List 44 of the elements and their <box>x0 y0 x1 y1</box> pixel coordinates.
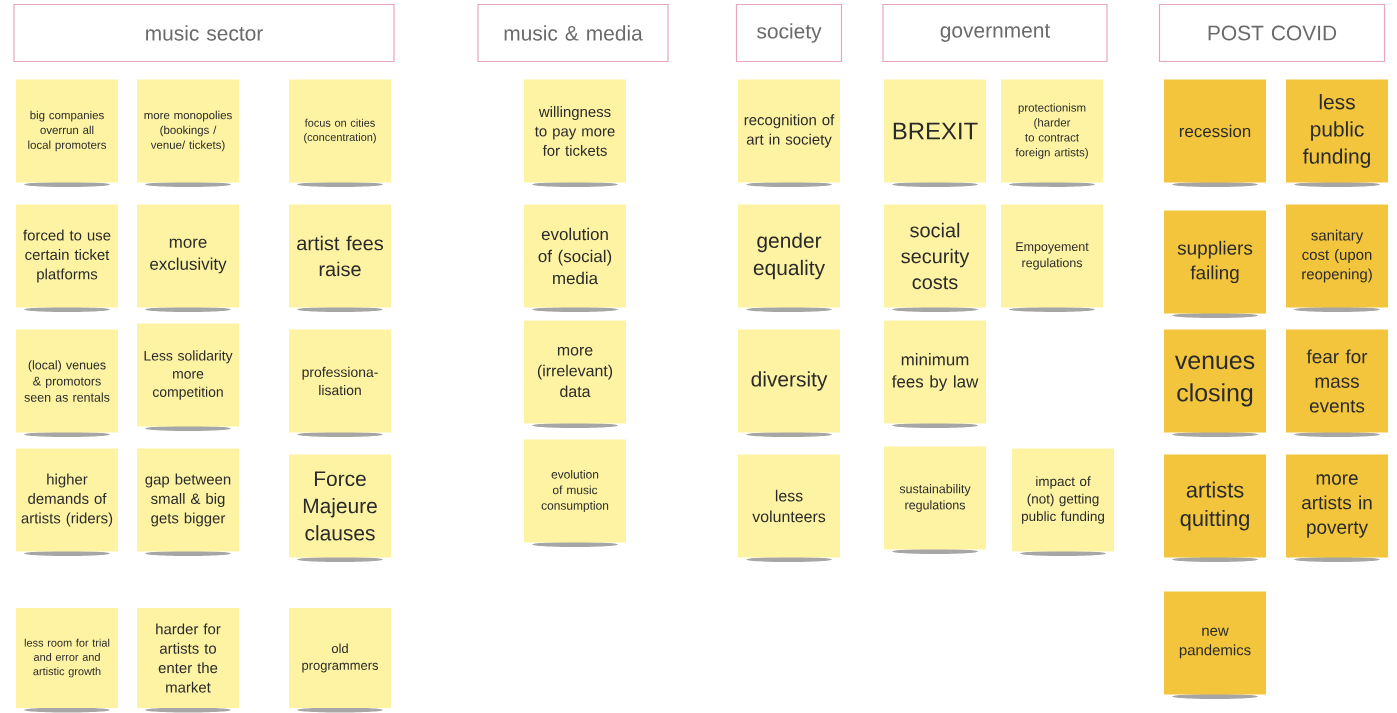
sticky-note: forced to use certain ticket platforms <box>16 204 118 312</box>
sticky-note: old programmers <box>289 608 391 713</box>
sticky-note: BREXIT <box>884 79 986 187</box>
sticky-note: new pandemics <box>1164 591 1266 699</box>
sticky-note: less room for trial and error and artistic growth <box>16 608 118 713</box>
sticky-note: evolution of (social) media <box>524 204 626 312</box>
sticky-note: gender equality <box>738 204 840 312</box>
sticky-note: less public funding <box>1286 79 1388 187</box>
sticky-note: sanitary cost (upon reopening) <box>1286 204 1388 312</box>
sticky-note: professiona-lisation <box>289 329 391 437</box>
sticky-note: Less solidarity more competition <box>137 323 239 431</box>
sticky-note: focus on cities (concentration) <box>289 79 391 187</box>
sticky-note: more exclusivity <box>137 204 239 312</box>
sticky-note: social security costs <box>884 204 986 312</box>
sticky-note: sustainability regulations <box>884 446 986 554</box>
sticky-note: evolution of music consumption <box>524 439 626 547</box>
sticky-note: higher demands of artists (riders) <box>16 448 118 556</box>
sticky-note: Force Majeure clauses <box>289 454 391 562</box>
sticky-note: more artists in poverty <box>1286 454 1388 562</box>
sticky-note: more monopolies (bookings / venue/ tickets) <box>137 79 239 187</box>
column-header: society <box>735 3 843 63</box>
column-header: POST COVID <box>1158 3 1386 63</box>
sticky-note: fear for mass events <box>1286 329 1388 437</box>
column-header: government <box>882 3 1108 63</box>
sticky-note: (local) venues & promotors seen as rentals <box>16 329 118 437</box>
sticky-note: diversity <box>738 329 840 437</box>
column-header: music sector <box>13 3 395 63</box>
sticky-note: gap between small & big gets bigger <box>137 448 239 556</box>
sticky-note: more (irrelevant) data <box>524 320 626 428</box>
sticky-note: artist fees raise <box>289 204 391 312</box>
sticky-note: artists quitting <box>1164 454 1266 562</box>
sticky-note: recession <box>1164 79 1266 187</box>
sticky-note: less volunteers <box>738 454 840 562</box>
sticky-note: protectionism (harder to contract foreign artists) <box>1001 79 1103 187</box>
sticky-note: minimum fees by law <box>884 320 986 428</box>
sticky-note: suppliers failing <box>1164 210 1266 318</box>
sticky-note: big companies overrun all local promoters <box>16 79 118 187</box>
sticky-note: harder for artists to enter the market <box>137 608 239 713</box>
sticky-note: Empoyement regulations <box>1001 204 1103 312</box>
sticky-note: recognition of art in society <box>738 79 840 187</box>
sticky-note: venues closing <box>1164 329 1266 437</box>
sticky-note: impact of (not) getting public funding <box>1012 448 1114 556</box>
sticky-note: willingness to pay more for tickets <box>524 79 626 187</box>
column-header: music & media <box>477 3 669 63</box>
